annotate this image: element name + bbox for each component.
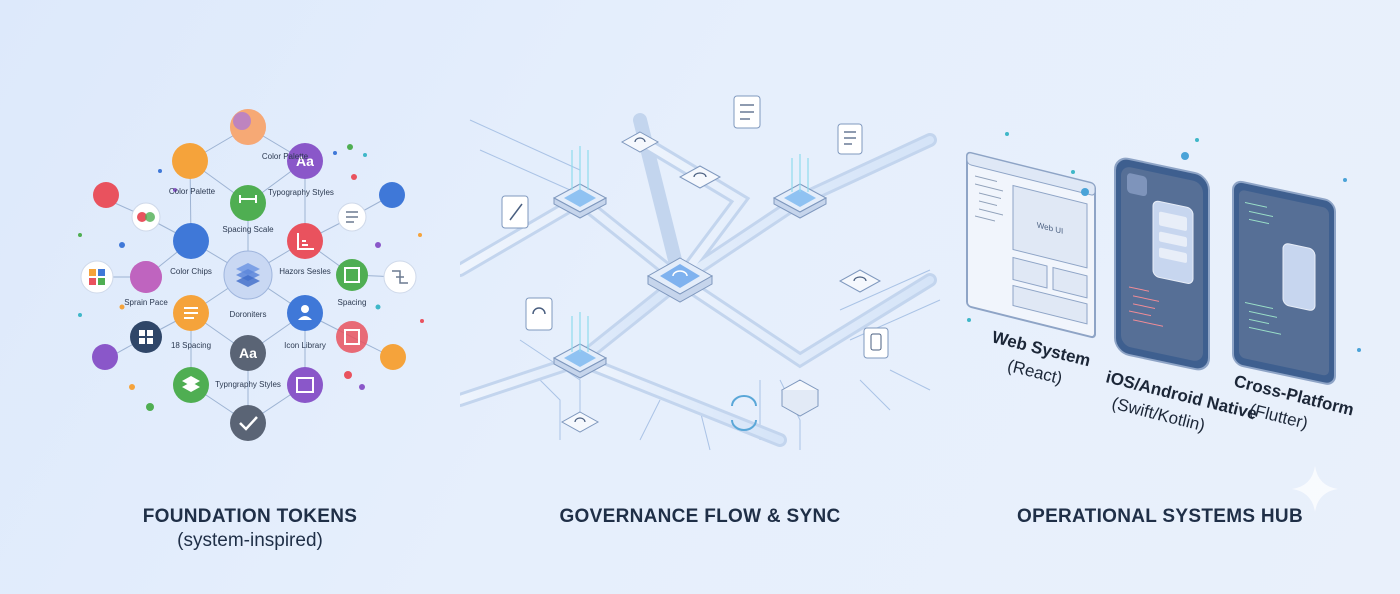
outer-node (379, 182, 405, 208)
layers-icon (182, 376, 200, 392)
hazors-node (287, 223, 323, 259)
outer-node (92, 344, 118, 370)
aa-icon: Aa (296, 153, 314, 169)
governance-flow-title: GOVERNANCE FLOW & SYNC (559, 506, 841, 527)
hub-top-left (552, 146, 608, 219)
sync-hub-center (646, 257, 714, 303)
refresh-arrows-icon (731, 395, 757, 431)
phone-card (863, 327, 889, 359)
label-color-chips: Color Chips (170, 267, 212, 276)
image-icon (344, 329, 360, 345)
brush-card (501, 195, 529, 229)
swift-icon (1127, 173, 1147, 197)
outer-node (93, 182, 119, 208)
sync-icon (672, 270, 688, 277)
label-typography-styles-bottom: Typngraphy Styles (215, 380, 281, 389)
layers-node-bottom (173, 367, 209, 403)
spacing-scale-node (230, 185, 266, 221)
doroniters-node (223, 250, 273, 300)
code-lines (1245, 202, 1281, 335)
refresh-icon (693, 172, 707, 178)
token-labels: Color Palette Color Palette Typography S… (124, 152, 366, 389)
operational-hub-diagram: Web UI (966, 132, 1361, 435)
sparkle-icon (1292, 466, 1338, 512)
flow-icon (392, 270, 408, 284)
sync-tile (560, 411, 600, 433)
sync-tile (838, 269, 882, 293)
label-hazors-sesles: Hazors Sesles (279, 267, 331, 276)
layers-icon (236, 263, 260, 287)
label-typography-styles-top: Typography Styles (268, 188, 334, 197)
web-system-window: Web UI (966, 151, 1096, 339)
grid-node (130, 321, 162, 353)
refresh-icon (634, 137, 646, 143)
cross-platform-device (1232, 180, 1336, 385)
sync-tile (678, 165, 722, 189)
circuit-lines (469, 119, 941, 451)
refresh-icon (853, 276, 867, 282)
brush-icon (509, 203, 523, 221)
decorative-dots (78, 144, 424, 411)
chips-node-left (131, 202, 161, 232)
picture-node-bottom (287, 367, 323, 403)
user-icon (301, 305, 309, 313)
list-icon (184, 307, 198, 319)
foundation-tokens-title: FOUNDATION TOKENS (142, 506, 358, 527)
hub-top-right (772, 154, 828, 219)
foundation-tokens-subtitle: (system-inspired) (177, 530, 323, 551)
refresh-icon (574, 417, 586, 423)
image-icon (296, 377, 314, 393)
image-node-bottom (336, 321, 368, 353)
operational-hub-title: OPERATIONAL SYSTEMS HUB (1017, 506, 1303, 527)
label-color-palette-top: Color Palette (262, 152, 309, 161)
typography-node-bottom: Aa (230, 335, 266, 371)
code-lines (1129, 286, 1163, 327)
decorative-dots (967, 132, 1361, 352)
checklist-icon (740, 104, 754, 120)
label-18-spacing: 18 Spacing (171, 341, 211, 350)
label-doroniters: Doroniters (230, 310, 267, 319)
typography-node-top: Aa (287, 143, 323, 179)
document-icon (844, 131, 856, 145)
label-spacing: Spacing (338, 298, 367, 307)
label-spacing-scale: Spacing Scale (222, 225, 274, 234)
web-system-caption: Web System (React) (990, 327, 1092, 388)
document-icon (346, 211, 358, 223)
color-chips-node (173, 223, 209, 259)
native-phone (1114, 157, 1210, 371)
sync-tile (620, 131, 660, 153)
apps-node-left (80, 260, 114, 294)
ruler-icon (297, 233, 314, 250)
spacing-18-node (173, 295, 209, 331)
image-icon (344, 267, 360, 283)
orange-palette-node (172, 143, 208, 179)
icon-library-node (287, 295, 323, 331)
check-icon (239, 416, 258, 431)
sync-icon (532, 307, 546, 315)
foundation-tokens-diagram: Aa Aa (78, 109, 424, 441)
grid-icon (139, 330, 153, 344)
doc-node-right (337, 202, 367, 232)
aa-icon: Aa (239, 345, 257, 361)
label-color-palette-left: Color Palette (169, 187, 216, 196)
code-lines (975, 175, 1003, 222)
label-sprain-pace: Sprain Pace (124, 298, 168, 307)
check-node (230, 405, 266, 441)
label-icon-library: Icon Library (284, 341, 326, 350)
sprain-node (130, 261, 162, 293)
ruler-icon (239, 195, 257, 203)
image-node-right (336, 259, 368, 291)
document-card (837, 123, 863, 155)
governance-flow-diagram (460, 95, 941, 451)
stack-tile (780, 379, 820, 417)
checklist-card (733, 95, 761, 129)
hub-bottom-left (552, 312, 608, 379)
outer-node (380, 344, 406, 370)
flow-node-right (383, 260, 417, 294)
sync-card (525, 297, 553, 331)
